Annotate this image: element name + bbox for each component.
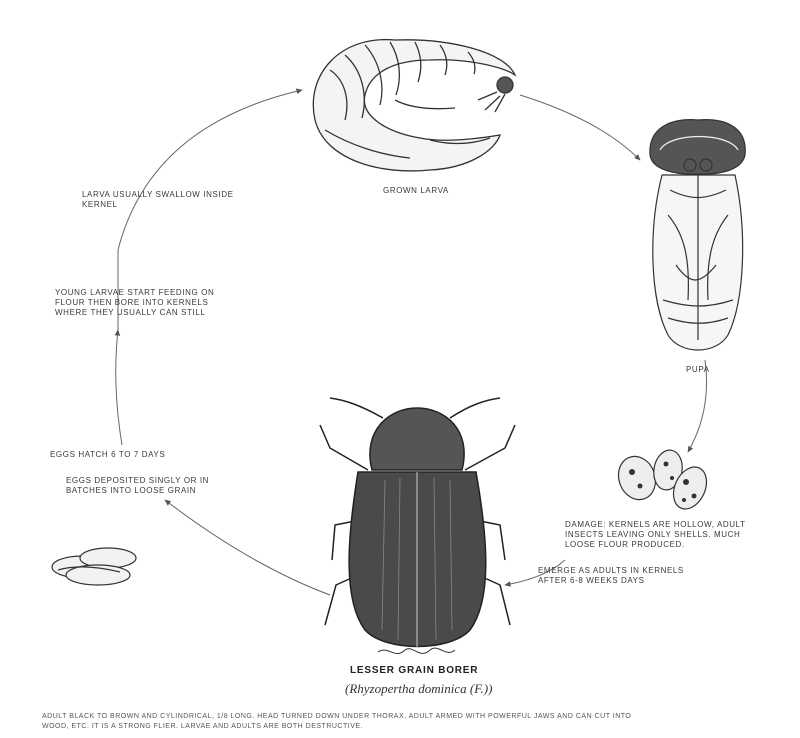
artist-signature [378, 648, 455, 653]
arrow-up-to-larva [118, 90, 302, 250]
damaged-kernels-drawing [613, 448, 713, 514]
grown-larva-drawing [313, 40, 515, 171]
adult-beetle-drawing [320, 398, 515, 648]
arrow-larva-to-pupa [520, 95, 640, 160]
species-scientific-name: (Rhyzopertha dominica (F.)) [345, 681, 492, 697]
label-young-larvae: YOUNG LARVAE START FEEDING ON FLOUR THEN… [55, 288, 214, 318]
species-title: LESSER GRAIN BORER [350, 665, 478, 676]
label-emerge: EMERGE AS ADULTS IN KERNELS AFTER 6-8 WE… [538, 566, 684, 586]
label-grown-larva: GROWN LARVA [383, 186, 449, 196]
caption: ADULT BLACK TO BROWN AND CYLINDRICAL, 1/… [42, 712, 631, 732]
label-damage: DAMAGE: KERNELS ARE HOLLOW, ADULT INSECT… [565, 520, 746, 550]
label-eggs-hatch: EGGS HATCH 6 TO 7 DAYS [50, 450, 165, 460]
arrow-eggs-to-young-larvae [116, 330, 122, 445]
label-eggs-deposited: EGGS DEPOSITED SINGLY OR IN BATCHES INTO… [66, 476, 209, 496]
label-larva-usually: LARVA USUALLY SWALLOW INSIDE KERNEL [82, 190, 234, 210]
arrow-adult-to-eggs [165, 500, 330, 595]
pupa-drawing [650, 120, 745, 350]
label-pupa: PUPA [686, 365, 710, 375]
eggs-drawing [52, 548, 136, 585]
